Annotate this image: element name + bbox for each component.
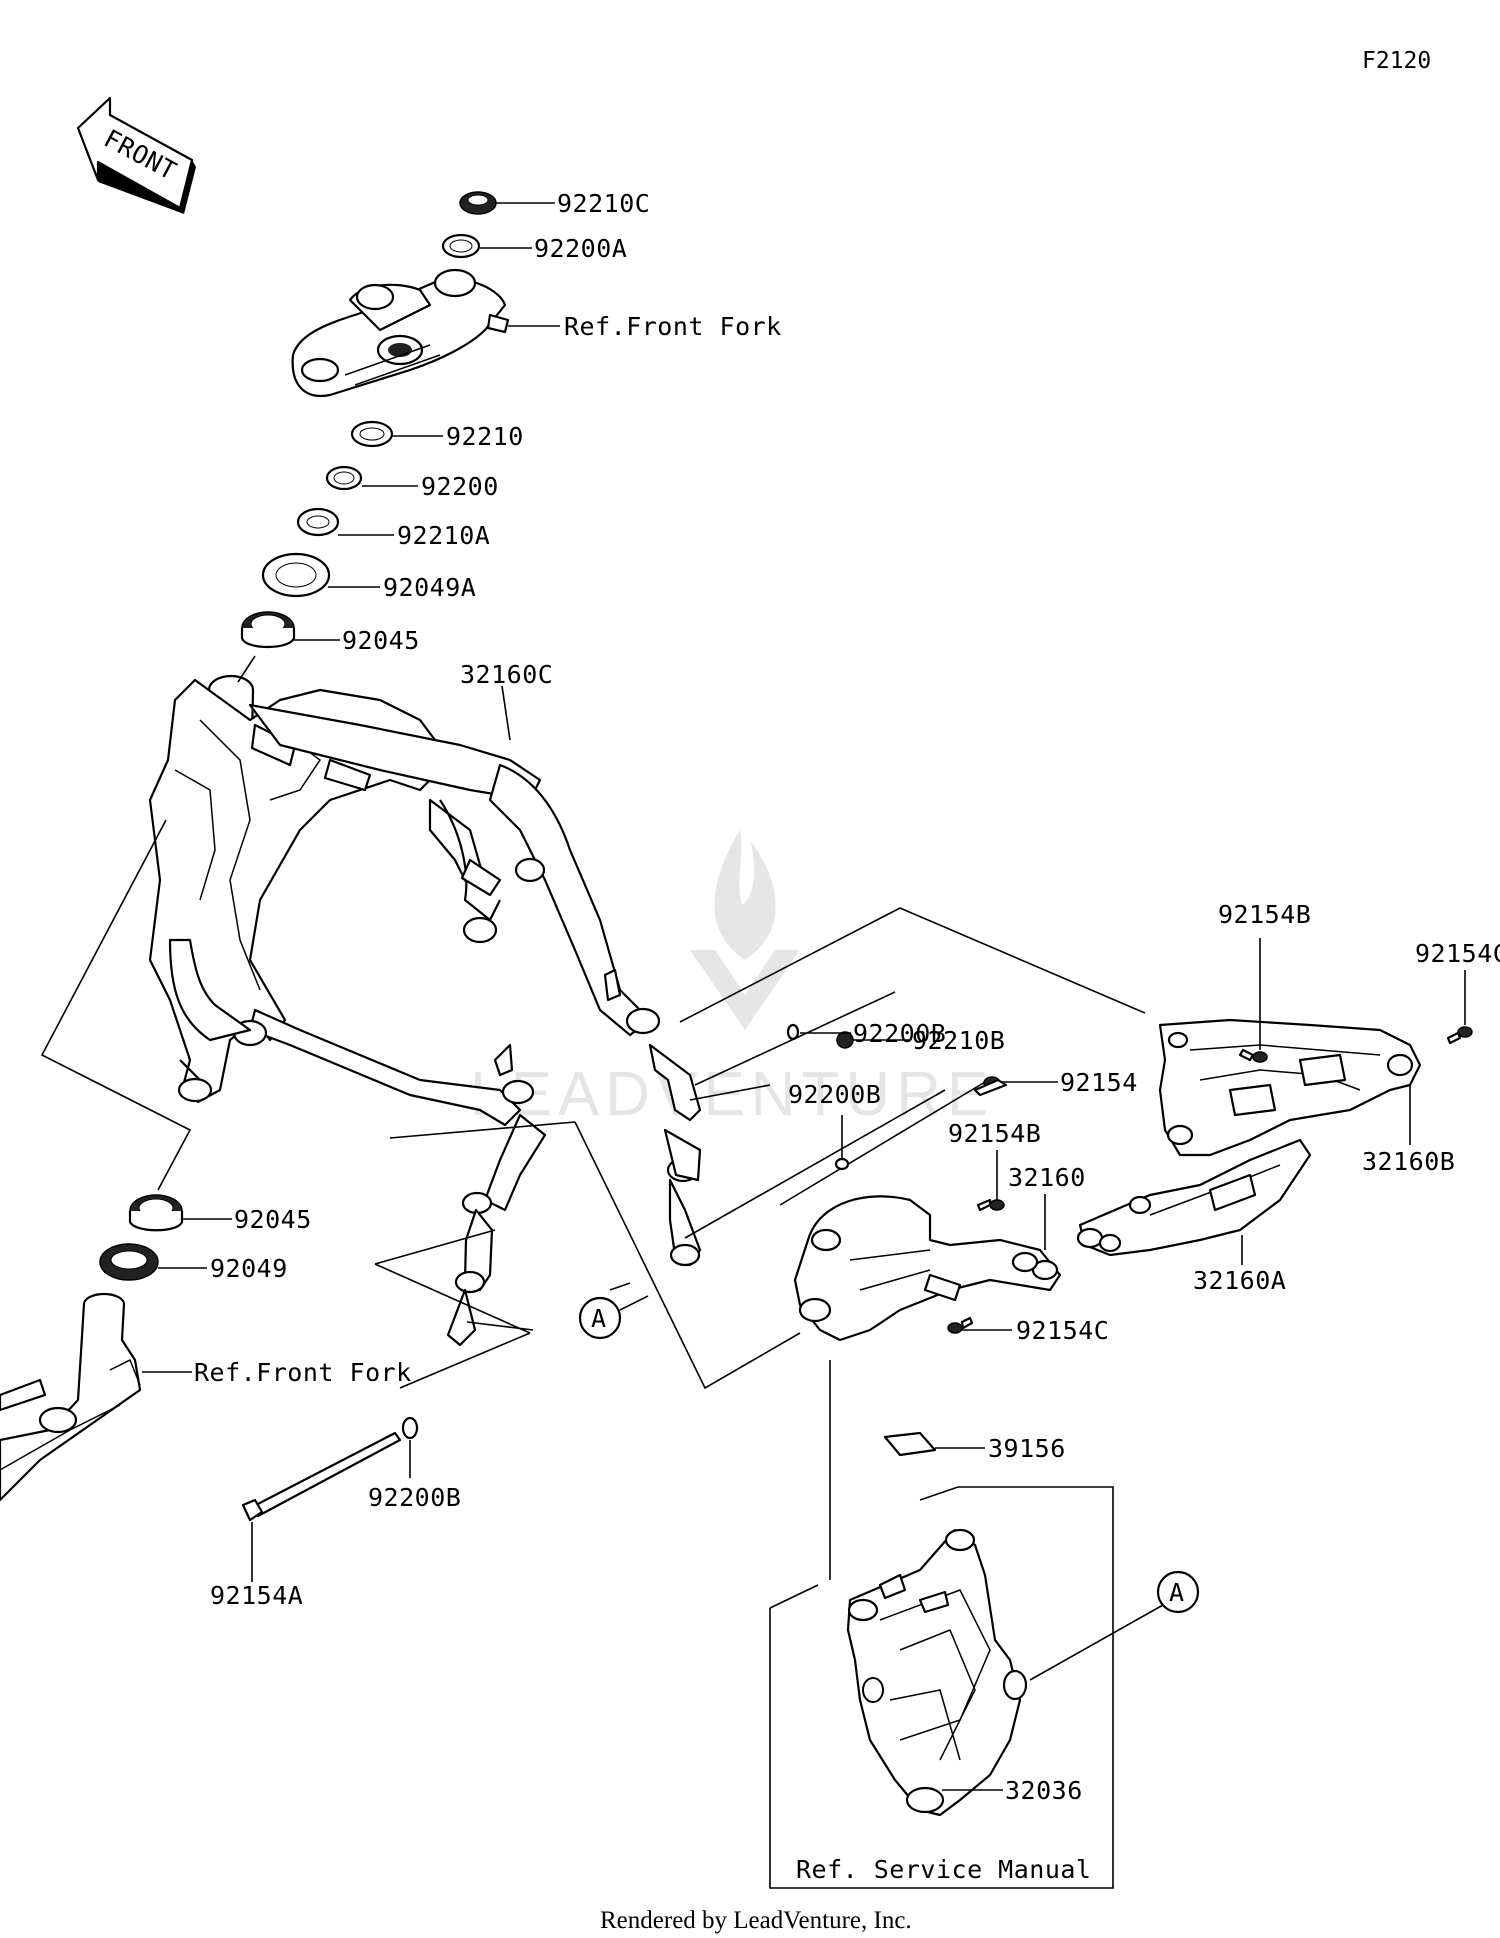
part-label-92210c[interactable]: 92210C xyxy=(557,189,650,218)
leader-lines xyxy=(40,819,1146,1390)
nut-92210b-icon xyxy=(836,1031,854,1049)
ref-service-manual-box: Ref. Service Manual xyxy=(769,1360,1114,1889)
bolt-92154c-top-icon xyxy=(1446,1026,1473,1045)
part-label-92049a[interactable]: 92049A xyxy=(383,573,476,602)
ref-service-manual-label[interactable]: Ref. Service Manual xyxy=(796,1855,1091,1884)
callout-a-right: A xyxy=(1029,1570,1200,1681)
front-direction-arrow: FRONT xyxy=(76,96,196,214)
watermark-v-logo xyxy=(690,950,800,1030)
part-label-92210a[interactable]: 92210A xyxy=(397,521,490,550)
part-label-92045-top[interactable]: 92045 xyxy=(342,626,420,655)
ref-front-fork-top-label[interactable]: Ref.Front Fork xyxy=(564,312,782,341)
bolt-92154-icon xyxy=(973,1076,1008,1097)
part-label-92210[interactable]: 92210 xyxy=(446,422,524,451)
engine-mount-32036-icon xyxy=(846,1528,1028,1817)
ref-front-fork-bottom-label[interactable]: Ref.Front Fork xyxy=(194,1358,412,1387)
part-label-92154b-top[interactable]: 92154B xyxy=(1218,900,1311,929)
part-label-92154a[interactable]: 92154A xyxy=(210,1581,303,1610)
steering-stem-parts: 92210C 92200A Ref.Front Fork 92210 92 xyxy=(240,189,782,655)
bracket-32160-icon xyxy=(793,1195,1062,1342)
part-label-32160[interactable]: 32160 xyxy=(1008,1163,1086,1192)
part-label-92200b-c[interactable]: 92200B xyxy=(368,1483,461,1512)
part-label-92200a[interactable]: 92200A xyxy=(534,234,627,263)
part-label-39156[interactable]: 39156 xyxy=(988,1434,1066,1463)
watermark-text: LEADVENTURE xyxy=(470,1060,994,1129)
part-label-32160c[interactable]: 32160C xyxy=(460,660,553,689)
washer-92200b-c-icon xyxy=(401,1416,419,1440)
upper-triple-clamp-icon xyxy=(291,268,510,398)
part-label-92154[interactable]: 92154 xyxy=(1060,1068,1138,1097)
bolt-92154b-top-icon xyxy=(1238,1048,1268,1063)
part-label-92045-bottom[interactable]: 92045 xyxy=(234,1205,312,1234)
part-label-92049[interactable]: 92049 xyxy=(210,1254,288,1283)
bearing-92045-bottom-icon xyxy=(128,1194,184,1232)
watermark-flame-logo xyxy=(714,830,776,960)
lower-triple-clamp-icon xyxy=(0,1292,142,1502)
seal-92049-icon xyxy=(99,1243,159,1281)
part-label-32160a[interactable]: 32160A xyxy=(1193,1266,1286,1295)
callout-a-left-label: A xyxy=(591,1304,607,1333)
main-frame-32160c-icon xyxy=(148,655,661,1127)
diagram-code: F2120 xyxy=(1362,48,1431,74)
label-39156-icon xyxy=(883,1431,937,1457)
bracket-32160b-icon xyxy=(1158,1018,1422,1157)
frame-down-braces-icon xyxy=(446,1043,702,1347)
footer-credit: Rendered by LeadVenture, Inc. xyxy=(600,1907,912,1934)
part-label-92200b-b[interactable]: 92200B xyxy=(788,1080,881,1109)
part-label-92200b-a[interactable]: 92200B xyxy=(853,1019,946,1048)
part-label-92200[interactable]: 92200 xyxy=(421,472,499,501)
bracket-32160a-icon xyxy=(1076,1138,1312,1257)
part-label-92154b-mid[interactable]: 92154B xyxy=(948,1119,1041,1148)
part-label-32036[interactable]: 32036 xyxy=(1005,1776,1083,1805)
callout-a-right-label: A xyxy=(1169,1578,1185,1607)
part-label-92210b[interactable]: 92210B xyxy=(912,1026,1005,1055)
washer-92200b-a-icon xyxy=(786,1023,800,1041)
part-label-92154c-mid[interactable]: 92154C xyxy=(1016,1316,1109,1345)
bolt-92154b-mid-icon xyxy=(976,1198,1005,1212)
part-label-32160b[interactable]: 32160B xyxy=(1362,1147,1455,1176)
long-bolt-92154a-icon xyxy=(241,1431,402,1522)
watermark: LEADVENTURE xyxy=(470,830,994,1129)
nut-92210c-icon xyxy=(459,191,497,215)
bearing-92045-top-icon xyxy=(240,611,296,648)
callout-a-left: A xyxy=(578,1295,649,1340)
middle-hardware: 92210B 92200B 92200B 92154 92154B 92154C xyxy=(786,1019,1138,1345)
washer-92200b-b-icon xyxy=(834,1157,850,1171)
bolt-92154c-mid-icon xyxy=(947,1316,974,1334)
part-label-92154c-top[interactable]: 92154C xyxy=(1415,939,1500,968)
lower-steering-parts: 92045 92049 Ref.Front Fork xyxy=(0,1194,412,1502)
